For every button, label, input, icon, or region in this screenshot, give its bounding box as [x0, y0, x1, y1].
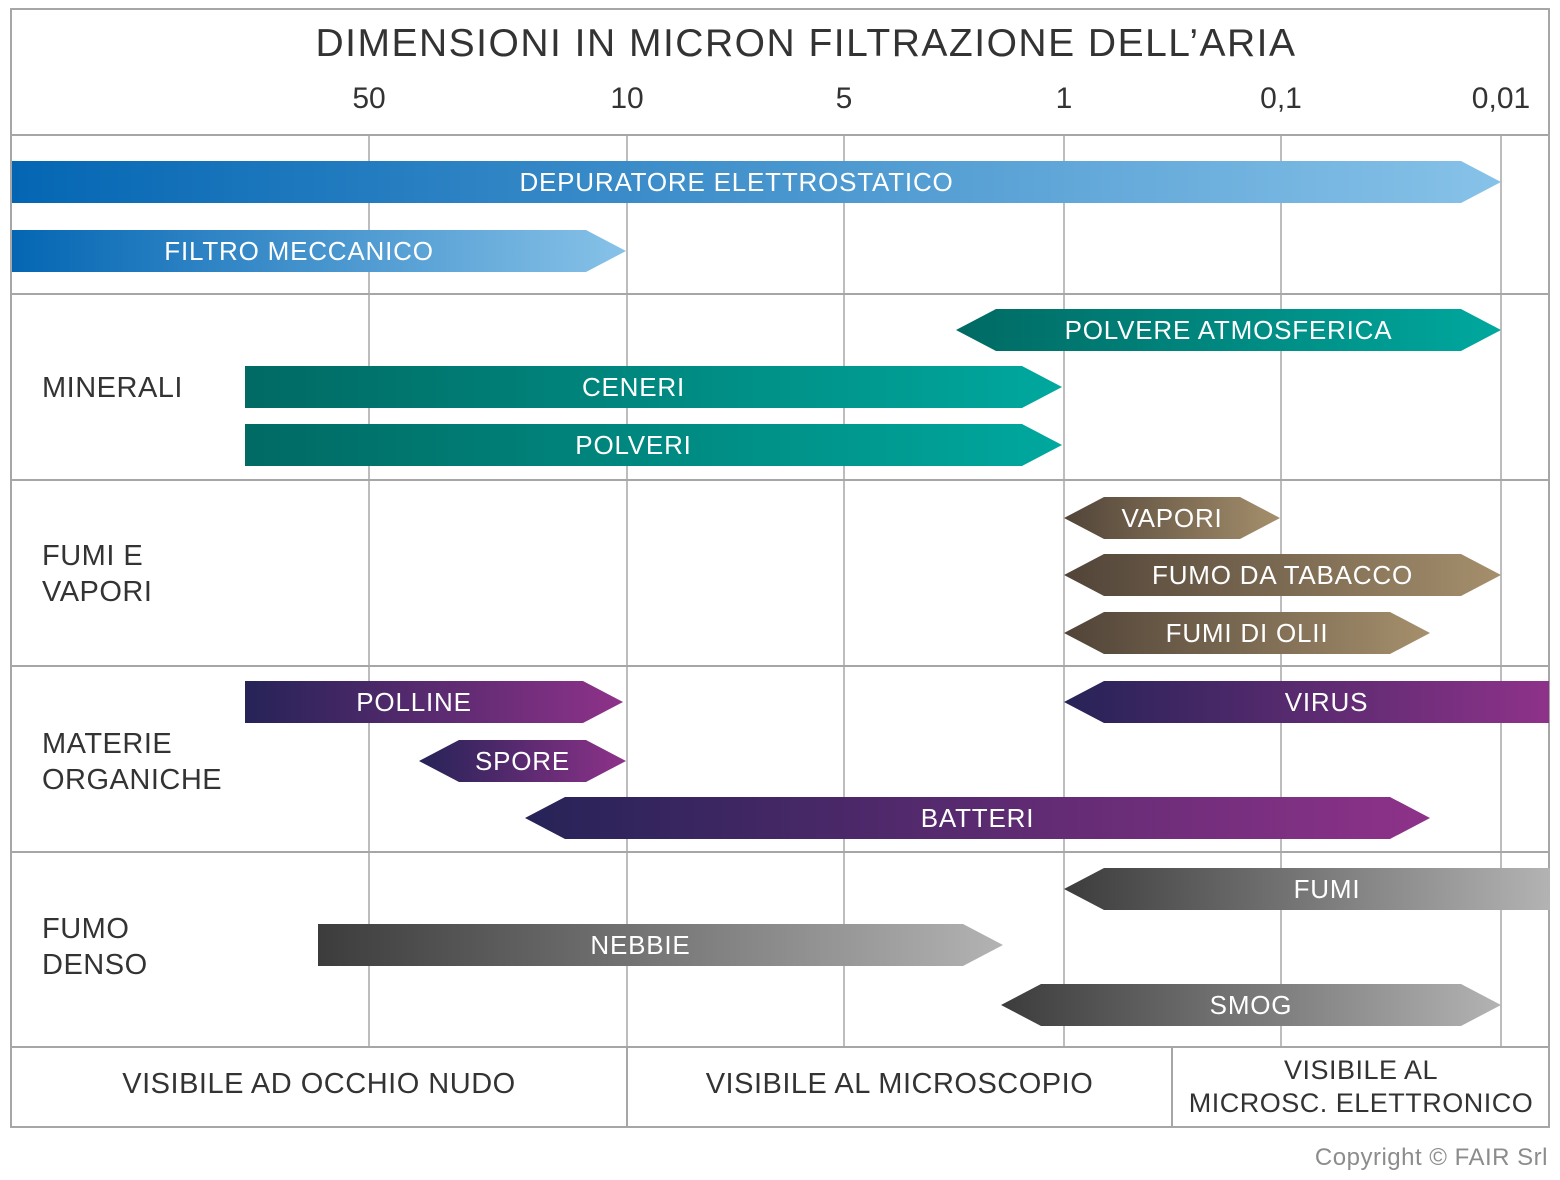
- gridline-1: [1063, 136, 1065, 1048]
- tick-0-01: 0,01: [1471, 82, 1531, 115]
- bar-spore: SPORE: [419, 740, 626, 782]
- bar-ceneri: CENERI: [245, 366, 1062, 408]
- separator-filters: [10, 293, 1550, 295]
- bar-nebbie: NEBBIE: [318, 924, 1003, 966]
- gridline-50: [368, 136, 370, 1048]
- tick-50: 50: [352, 82, 386, 115]
- bar-fumo-da-tabacco: FUMO DA TABACCO: [1064, 554, 1501, 596]
- tick-1: 1: [1055, 82, 1073, 115]
- bar-fumi: FUMI: [1064, 868, 1550, 910]
- separator-fumi-vapori: [10, 665, 1550, 667]
- separator-fumo-denso: [10, 1046, 1550, 1048]
- copyright-text: Copyright © FAIR Srl: [1314, 1144, 1548, 1171]
- separator-minerali: [10, 479, 1550, 481]
- category-fumo-denso: FUMO DENSO: [42, 911, 148, 983]
- separator-materie-organiche: [10, 851, 1550, 853]
- tick-5: 5: [835, 82, 853, 115]
- gridline-5: [843, 136, 845, 1048]
- separator-header: [10, 134, 1550, 136]
- category-materie-organiche: MATERIE ORGANICHE: [42, 726, 222, 798]
- category-fumo-denso-line1: FUMO: [42, 913, 130, 945]
- footer-visibile-occhio-nudo: VISIBILE AD OCCHIO NUDO: [122, 1068, 516, 1100]
- category-materie-organiche-line1: MATERIE: [42, 728, 173, 760]
- bar-virus: VIRUS: [1064, 681, 1549, 723]
- tick-0-1: 0,1: [1260, 82, 1302, 115]
- category-minerali: MINERALI: [42, 370, 183, 406]
- footer-elettronico-line2: MICROSC. ELETTRONICO: [1188, 1088, 1534, 1118]
- bar-vapori: VAPORI: [1064, 497, 1280, 539]
- footer-elettronico-line1: VISIBILE AL: [1283, 1055, 1439, 1085]
- category-fumi-vapori-line2: VAPORI: [42, 576, 153, 608]
- category-materie-organiche-line2: ORGANICHE: [42, 764, 223, 796]
- bar-smog: SMOG: [1001, 984, 1501, 1026]
- category-minerali-text: MINERALI: [42, 372, 183, 404]
- tick-10: 10: [610, 82, 644, 115]
- gridline-0-01: [1500, 136, 1502, 1048]
- footer-separator-2: [1171, 1047, 1173, 1127]
- category-fumi-vapori-line1: FUMI E: [42, 540, 144, 572]
- bar-batteri: BATTERI: [525, 797, 1430, 839]
- bar-polveri: POLVERI: [245, 424, 1062, 466]
- chart-title: DIMENSIONI IN MICRON FILTRAZIONE DELL’AR…: [315, 22, 1297, 65]
- footer-separator-1: [626, 1047, 628, 1127]
- bar-depuratore-elettrostatico: DEPURATORE ELETTROSTATICO: [12, 161, 1501, 203]
- gridline-10: [626, 136, 628, 1048]
- bar-fumi-di-olii: FUMI DI OLII: [1064, 612, 1430, 654]
- footer-visibile-microscopio: VISIBILE AL MICROSCOPIO: [705, 1068, 1094, 1100]
- category-fumi-vapori: FUMI E VAPORI: [42, 538, 152, 610]
- bar-polline: POLLINE: [245, 681, 623, 723]
- bar-filtro-meccanico: FILTRO MECCANICO: [12, 230, 626, 272]
- footer-visibile-microsc-elettronico: VISIBILE AL MICROSC. ELETTRONICO: [1173, 1054, 1549, 1120]
- category-fumo-denso-line2: DENSO: [42, 949, 148, 981]
- bar-polvere-atmosferica: POLVERE ATMOSFERICA: [956, 309, 1501, 351]
- chart-frame: [10, 8, 1550, 1128]
